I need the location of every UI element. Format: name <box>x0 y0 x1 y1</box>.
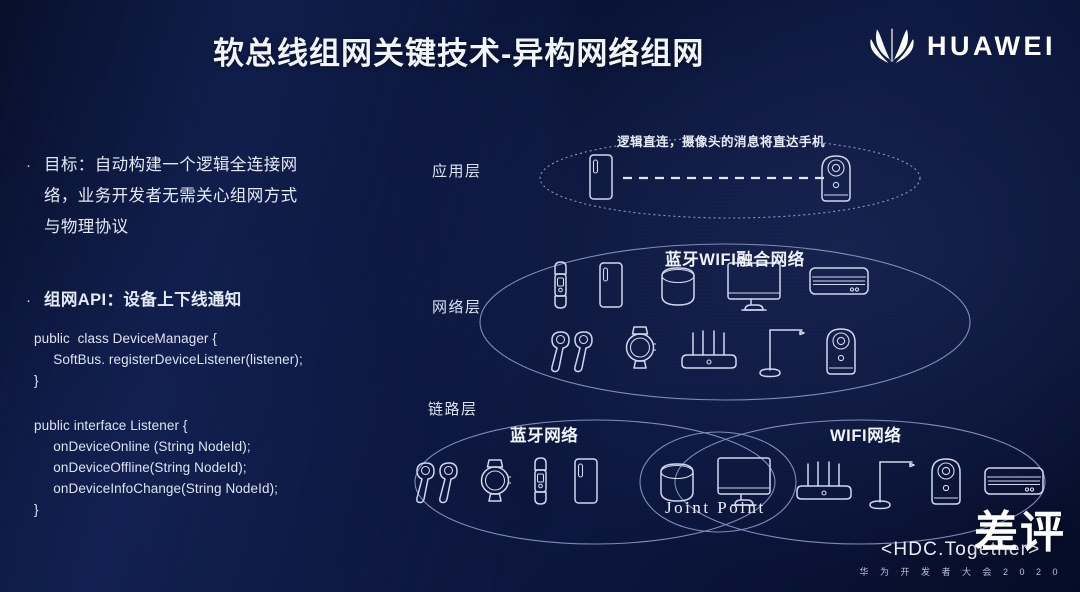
watermark: 差评 <box>974 508 1066 557</box>
wifi-camera-icon <box>931 458 961 505</box>
code-block-device-manager: public class DeviceManager { SoftBus. re… <box>34 331 303 388</box>
goal-bullet-block: · 目标：自动构建一个逻辑全连接网 络，业务开发者无需关心组网方式 与物理协议 <box>0 150 400 243</box>
slide-footer: <HDC.Together> 华 为 开 发 者 大 会 2 0 2 0 <box>859 539 1062 578</box>
net-lamp-icon <box>759 329 805 378</box>
huawei-logo: HUAWEI <box>869 28 1056 64</box>
wifi-network-title: WIFI网络 <box>830 427 902 445</box>
wifi-lamp-icon <box>869 461 915 510</box>
layer-label-network: 网络层 <box>432 299 482 316</box>
net-speaker-icon <box>661 267 695 306</box>
bullet-marker-icon: · <box>26 157 31 174</box>
slide-header: 软总线组网关键技术-异构网络组网 HUAWEI <box>0 0 1080 100</box>
huawei-wordmark: HUAWEI <box>927 30 1056 61</box>
joint-point-ellipse <box>639 431 797 533</box>
goal-line-1: 目标：自动构建一个逻辑全连接网 <box>44 156 298 174</box>
layer-label-link: 链路层 <box>428 401 478 418</box>
hdc-event-title: <HDC.Together> <box>881 539 1041 560</box>
goal-line-2: 络，业务开发者无需关心组网方式 <box>44 187 298 205</box>
api-bullet-row: · 组网API：设备上下线通知 <box>0 285 400 316</box>
bt-earbuds-icon <box>416 462 458 504</box>
joint-point-label: Joint Point <box>665 498 766 517</box>
goal-line-3: 与物理协议 <box>44 218 129 236</box>
wifi-ac-icon <box>984 467 1044 495</box>
application-layer-ellipse <box>539 137 921 219</box>
net-earbuds-icon <box>551 331 593 373</box>
huawei-flower-logo-icon <box>870 28 914 63</box>
page-title: 软总线组网关键技术-异构网络组网 <box>213 36 705 71</box>
bt-phone-icon <box>574 458 598 504</box>
bt-watch-icon <box>480 459 512 502</box>
app-camera-icon <box>821 155 851 202</box>
bt-band-icon <box>534 457 547 505</box>
architecture-diagram: .el { fill:none; stroke:#7f8dbb; stroke-… <box>380 100 1080 592</box>
net-phone-icon <box>599 262 623 308</box>
wifi-network-ellipse <box>674 419 1046 545</box>
network-layer-ellipse <box>479 243 971 401</box>
hdc-event-subtitle: 华 为 开 发 者 大 会 2 0 2 0 <box>859 567 1062 577</box>
jp-speaker-icon <box>660 463 694 502</box>
net-watch-icon <box>625 326 657 369</box>
net-ac-icon <box>809 267 869 295</box>
left-content-column: · 目标：自动构建一个逻辑全连接网 络，业务开发者无需关心组网方式 与物理协议 … <box>0 150 400 520</box>
net-router-icon <box>681 330 737 369</box>
layer-label-application: 应用层 <box>432 163 482 180</box>
api-bullet-block: · 组网API：设备上下线通知 public class DeviceManag… <box>0 285 400 520</box>
net-camera-icon <box>826 328 856 375</box>
bluetooth-network-title: 蓝牙网络 <box>510 427 579 445</box>
direct-link-annotation: 逻辑直连，摄像头的消息将直达手机 <box>617 135 826 149</box>
goal-text: 目标：自动构建一个逻辑全连接网 络，业务开发者无需关心组网方式 与物理协议 <box>44 150 298 243</box>
app-phone-icon <box>589 154 613 200</box>
wifi-router-icon <box>796 461 852 500</box>
bluetooth-network-ellipse <box>414 419 776 545</box>
diagram-vector-layer: .el { fill:none; stroke:#7f8dbb; stroke-… <box>414 137 1046 545</box>
goal-bullet-row: · 目标：自动构建一个逻辑全连接网 络，业务开发者无需关心组网方式 与物理协议 <box>0 150 400 243</box>
net-monitor-icon <box>727 262 781 311</box>
code-block-listener: public interface Listener { onDeviceOnli… <box>34 418 279 517</box>
api-heading: 组网API：设备上下线通知 <box>44 291 242 309</box>
bullet-marker-icon: · <box>26 292 31 309</box>
net-band-icon <box>554 261 567 309</box>
fusion-network-title: 蓝牙WIFI融合网络 <box>665 251 805 269</box>
